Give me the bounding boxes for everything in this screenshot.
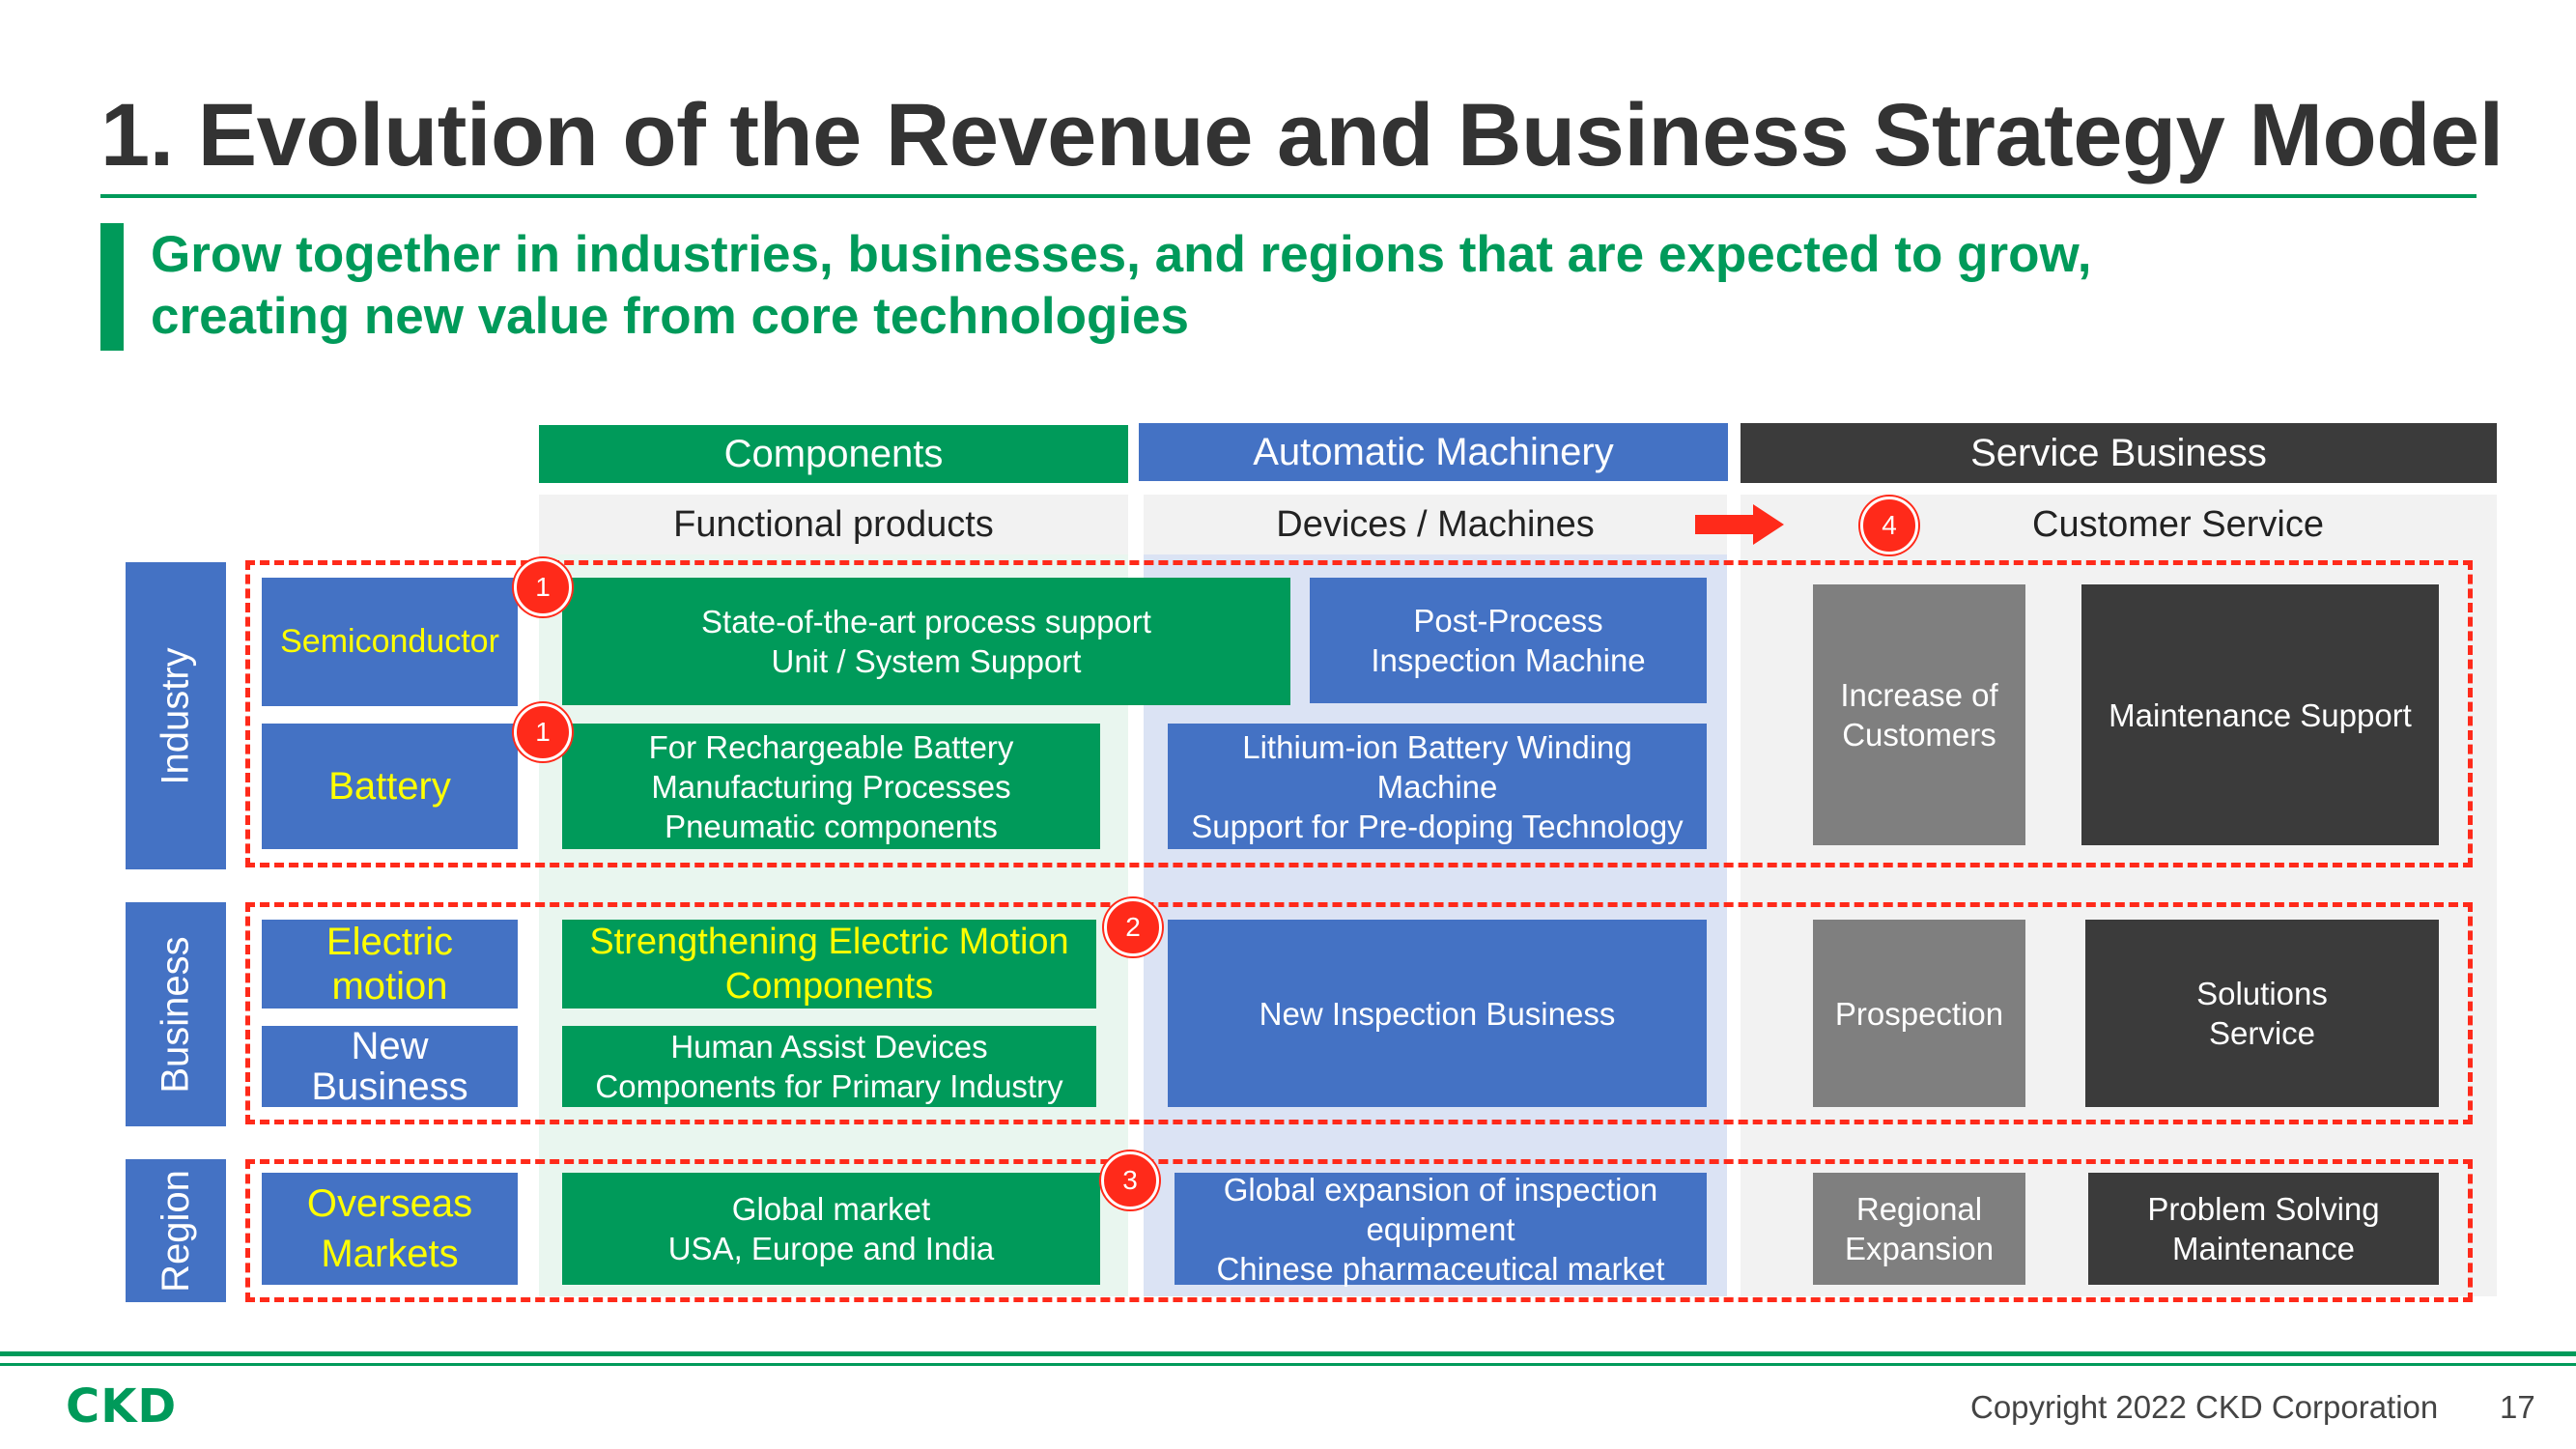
cell-regional-expansion: Regional Expansion [1813,1173,2025,1285]
region-dashed-outline [245,1159,2473,1302]
cell-strengthening-electric-motion: Strengthening Electric Motion Components [562,920,1096,1009]
cell-lithium-ion-winding-machine: Lithium-ion Battery Winding Machine Supp… [1168,724,1707,849]
row-label-industry: Industry [126,562,226,869]
subtitle-line-1: Grow together in industries, businesses,… [151,226,2092,283]
row-label-region: Region [126,1159,226,1302]
badge-4: 4 [1860,497,1918,554]
footer-rule-top [0,1351,2576,1356]
subtitle-line-2: creating new value from core technologie… [151,288,1190,345]
footer-rule-bottom [0,1363,2576,1366]
badge-1-battery: 1 [514,703,572,761]
cell-rechargeable-battery-pneumatic: For Rechargeable Battery Manufacturing P… [562,724,1100,849]
cell-maintenance-support: Maintenance Support [2081,584,2439,845]
cell-prospection: Prospection [1813,920,2025,1107]
industry-dashed-outline [245,560,2473,867]
title-divider [100,194,2477,198]
column-sub-devices-machines: Devices / Machines [1144,495,1727,554]
cell-solutions-service: Solutions Service [2085,920,2439,1107]
column-header-service-business: Service Business [1741,423,2497,483]
category-new-business: New Business [262,1026,518,1107]
cell-human-assist-devices: Human Assist Devices Components for Prim… [562,1026,1096,1107]
badge-1-semiconductor: 1 [514,558,572,616]
badge-2: 2 [1104,898,1162,956]
business-dashed-outline [245,902,2473,1124]
cell-global-expansion-inspection: Global expansion of inspection equipment… [1175,1172,1707,1287]
right-arrow-icon [1695,504,1784,545]
cell-state-of-the-art-support: State-of-the-art process support Unit / … [562,578,1290,705]
subtitle: Grow together in industries, businesses,… [151,224,2092,348]
cell-problem-solving-maintenance: Problem Solving Maintenance [2088,1173,2439,1285]
page-number: 17 [2500,1389,2535,1425]
cell-global-market: Global market USA, Europe and India [562,1173,1100,1285]
category-overseas-markets: Overseas Markets [262,1173,518,1285]
column-sub-customer-service: Customer Service [2032,503,2324,545]
copyright-text: Copyright 2022 CKD Corporation [1970,1389,2439,1425]
category-battery: Battery [262,724,518,849]
badge-3: 3 [1101,1151,1159,1209]
column-header-components: Components [539,425,1128,483]
subtitle-accent-bar [100,223,124,351]
column-sub-functional-products: Functional products [539,495,1128,554]
row-label-business: Business [126,902,226,1126]
cell-new-inspection-business: New Inspection Business [1168,920,1707,1107]
column-header-automatic-machinery: Automatic Machinery [1139,423,1728,481]
cell-increase-of-customers: Increase of Customers [1813,584,2025,845]
category-semiconductor: Semiconductor [262,578,518,706]
cell-post-process-inspection: Post-Process Inspection Machine [1310,578,1707,703]
ckd-logo: CKD [66,1379,178,1434]
category-electric-motion-business: Electric motion business [262,920,518,1009]
page-title: 1. Evolution of the Revenue and Business… [100,86,2504,185]
